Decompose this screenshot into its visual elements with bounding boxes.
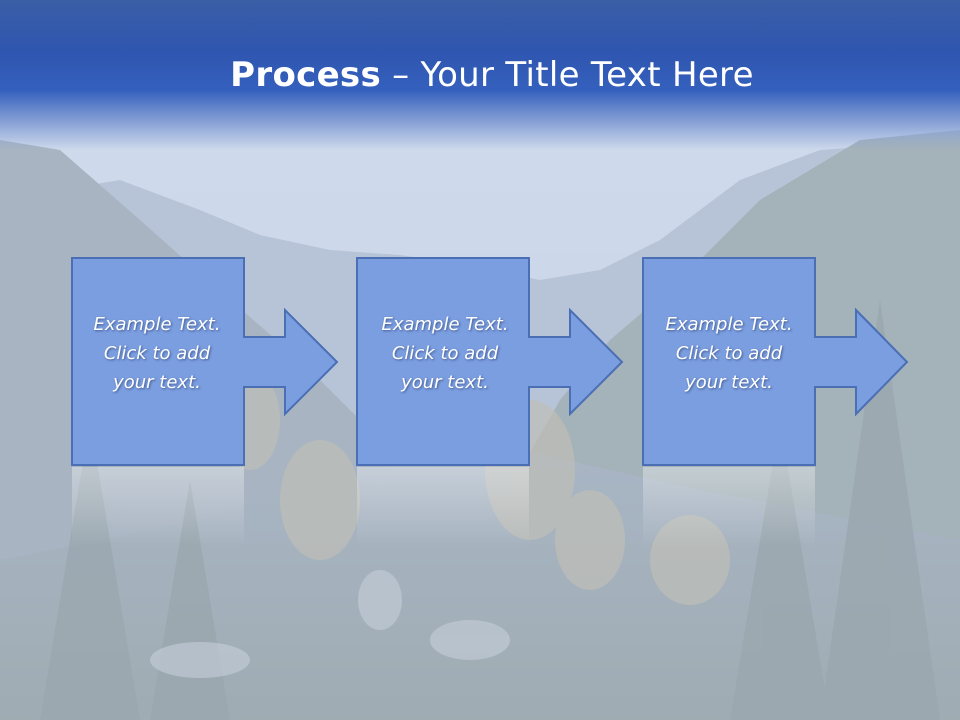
- step-2-line-1: Example Text.: [381, 314, 509, 335]
- step-2-line-3: your text.: [401, 372, 489, 393]
- title-rest: – Your Title Text Here: [381, 55, 754, 95]
- step-1-shape: [71, 257, 339, 466]
- process-step-1[interactable]: [71, 257, 339, 547]
- step-3-line-3: your text.: [685, 372, 773, 393]
- step-1-line-3: your text.: [113, 372, 201, 393]
- step-2-line-2: Click to add: [391, 343, 499, 364]
- step-1-text[interactable]: Example Text. Click to add your text.: [72, 310, 242, 397]
- step-1-reflection: [72, 467, 244, 547]
- step-2-text[interactable]: Example Text. Click to add your text.: [360, 310, 530, 397]
- process-step-2[interactable]: [356, 257, 624, 547]
- rocks: [150, 570, 510, 678]
- step-1-line-1: Example Text.: [93, 314, 221, 335]
- header-band: [0, 0, 960, 150]
- title-bold: Process: [230, 55, 382, 95]
- step-1-line-2: Click to add: [103, 343, 211, 364]
- step-3-shape: [642, 257, 909, 466]
- step-2-shape: [356, 257, 624, 466]
- step-3-text[interactable]: Example Text. Click to add your text.: [644, 310, 814, 397]
- step-2-reflection: [357, 467, 529, 547]
- slide-title[interactable]: Process – Your Title Text Here: [0, 50, 960, 100]
- step-3-line-1: Example Text.: [665, 314, 793, 335]
- process-step-3[interactable]: [642, 257, 909, 547]
- step-3-reflection: [643, 467, 815, 547]
- step-3-line-2: Click to add: [675, 343, 783, 364]
